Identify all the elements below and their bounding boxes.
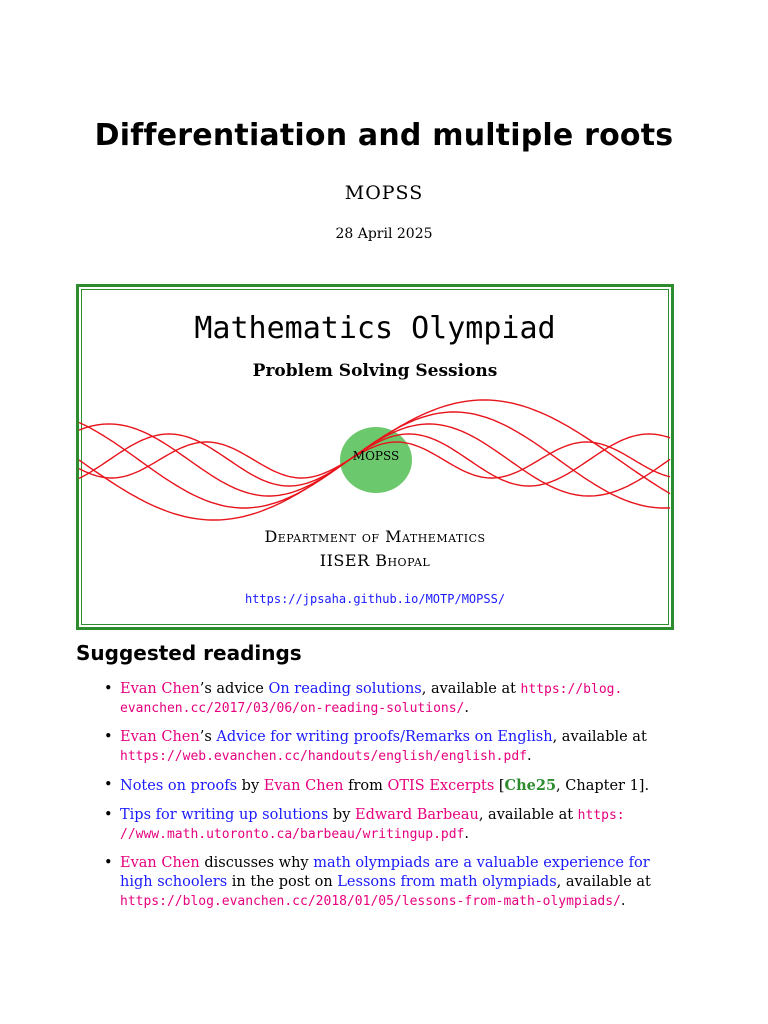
institute-name: IISER Bhopal (319, 551, 431, 570)
sine-wave (79, 441, 671, 479)
author-link[interactable]: Edward Barbeau (355, 807, 479, 823)
plain-text: . (464, 826, 469, 842)
plain-text: , available at (556, 874, 651, 890)
document-date: 28 April 2025 (335, 226, 433, 242)
list-item: • Evan Chen discusses why math olympiads… (104, 854, 710, 911)
author-link[interactable]: Evan Chen (263, 778, 344, 794)
plain-text: , Chapter 1]. (556, 778, 650, 794)
document-title: Differentiation and multiple roots (94, 118, 674, 153)
plain-text: . (527, 748, 532, 764)
list-item: • Evan Chen’s Advice for writing proofs/… (104, 728, 710, 766)
bullet: • (104, 807, 113, 823)
sine-wave (79, 423, 671, 497)
bullet: • (104, 777, 113, 793)
article-link[interactable]: math olympiads are a valuable experience… (313, 855, 650, 871)
plain-text: [ (494, 778, 505, 794)
sine-wave (79, 433, 671, 487)
source-link[interactable]: OTIS Excerpts (387, 778, 495, 794)
bullet: • (104, 855, 113, 871)
document-author: MOPSS (344, 182, 424, 204)
plain-text: discusses why (199, 855, 314, 871)
banner-inner-frame (81, 289, 669, 625)
author-link[interactable]: Evan Chen (120, 729, 200, 745)
plain-text: , available at (421, 681, 521, 697)
plain-text: by (328, 807, 356, 823)
badge-circle (340, 427, 412, 493)
article-link[interactable]: Lessons from math olympiads (337, 874, 557, 890)
plain-text: . (464, 700, 469, 716)
plain-text: , available at (552, 729, 647, 745)
banner-subtitle: Problem Solving Sessions (252, 361, 498, 381)
banner-website-link[interactable]: https://jpsaha.github.io/MOTP/MOPSS/ (244, 592, 506, 606)
mopss-banner: Mathematics Olympiad Problem Solving Ses… (76, 284, 674, 630)
sine-waves (79, 399, 671, 521)
url-link[interactable]: //www.math.utoronto.ca/barbeau/writingup… (120, 827, 465, 842)
plain-text: from (343, 778, 388, 794)
badge-label: MOPSS (352, 449, 400, 463)
article-link[interactable]: On reading solutions (268, 681, 422, 697)
url-link[interactable]: https://web.evanchen.cc/handouts/english… (120, 749, 527, 764)
url-link[interactable]: evanchen.cc/2017/03/06/on-reading-soluti… (120, 701, 465, 716)
plain-text: in the post on (227, 874, 338, 890)
list-item: • Tips for writing up solutions by Edwar… (104, 806, 710, 844)
plain-text: ’s (199, 729, 217, 745)
plain-text: ’s advice (199, 681, 269, 697)
readings-list: • Evan Chen’s advice On reading solution… (104, 680, 710, 921)
banner-waves-graphic (79, 399, 671, 521)
url-link[interactable]: https://blog.evanchen.cc/2018/01/05/less… (120, 894, 621, 909)
plain-text: , available at (478, 807, 578, 823)
author-link[interactable]: Evan Chen (120, 855, 200, 871)
article-link[interactable]: high schoolers (120, 874, 228, 890)
bullet: • (104, 729, 113, 745)
banner-title: Mathematics Olympiad (194, 311, 556, 346)
citation-link[interactable]: Che25 (504, 777, 557, 794)
author-link[interactable]: Evan Chen (120, 681, 200, 697)
department-name: Department of Mathematics (264, 527, 486, 546)
list-item: • Evan Chen’s advice On reading solution… (104, 680, 710, 718)
bullet: • (104, 681, 113, 697)
article-link[interactable]: Notes on proofs (120, 778, 238, 794)
article-link[interactable]: Tips for writing up solutions (120, 807, 329, 823)
article-link[interactable]: Advice for writing proofs/Remarks on Eng… (216, 729, 553, 745)
plain-text: . (620, 893, 626, 909)
list-item: • Notes on proofs by Evan Chen from OTIS… (104, 776, 710, 796)
url-link[interactable]: https://blog. (520, 682, 623, 697)
section-heading: Suggested readings (76, 641, 302, 665)
url-link[interactable]: https: (577, 808, 625, 823)
plain-text: by (237, 778, 264, 794)
